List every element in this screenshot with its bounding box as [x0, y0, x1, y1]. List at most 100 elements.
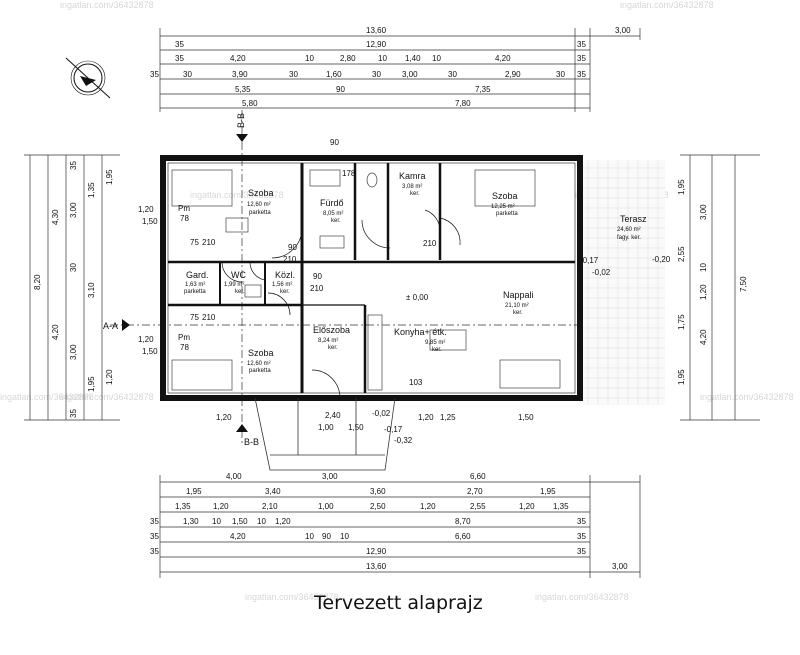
room-floor: parketta: [249, 368, 271, 374]
fixture-dim: 1,20: [216, 413, 232, 422]
room-name: Fürdő: [320, 198, 344, 208]
window-width: 1,20: [138, 335, 154, 344]
dim-label: 35: [577, 547, 586, 556]
dimension-text-left: 8,20 4,20 4,30 3,00 3,00 30 35 35 1,35 3…: [33, 161, 114, 418]
window-height: 1,50: [142, 217, 158, 226]
room-area: 8,24 m²: [318, 338, 338, 344]
dim-label: 5,80: [242, 99, 258, 108]
fixture-dim: 1,20: [418, 413, 434, 422]
room-name: Közl.: [275, 270, 295, 280]
sink-icon: [319, 235, 345, 249]
dim-label: 35: [175, 40, 184, 49]
dim-label: 1,20: [275, 517, 291, 526]
dim-label: 3,40: [265, 487, 281, 496]
dim-label: 1,20: [213, 502, 229, 511]
dim-label: 3,00: [69, 202, 78, 218]
door-swings: [221, 209, 461, 399]
dim-label: 13,60: [366, 562, 387, 571]
dim-label: 1,95: [87, 376, 96, 392]
dim-label: 30: [372, 70, 381, 79]
dimension-lines-top: [159, 28, 641, 112]
room-area: 9,85 m²: [425, 340, 445, 346]
walls: [160, 155, 583, 401]
entrance-porch: [254, 397, 396, 471]
dim-label: 1,30: [183, 517, 199, 526]
kitchen-counter-icon: [367, 314, 383, 391]
dim-label: 4,20: [230, 532, 246, 541]
fixture-dim: 210: [423, 239, 437, 248]
dim-label: 10: [378, 54, 387, 63]
desk-icon: [225, 217, 249, 233]
dim-label: 12,90: [366, 547, 387, 556]
room-floor: ker.: [331, 218, 341, 224]
dim-label: 30: [289, 70, 298, 79]
room-floor: fagy. ker.: [617, 235, 641, 241]
dim-label: 2,80: [340, 54, 356, 63]
dim-label: 90: [336, 85, 345, 94]
room-name: Nappali: [503, 290, 534, 300]
dim-label: 2,90: [505, 70, 521, 79]
dimension-lines-bottom: [159, 475, 641, 578]
dining-table-icon: [429, 329, 467, 351]
dim-label: 1,20: [420, 502, 436, 511]
dim-label: 7,80: [455, 99, 471, 108]
room-floor: ker.: [410, 191, 420, 197]
door-width: 75: [190, 313, 199, 322]
room-area: 12,25 m²: [491, 204, 515, 210]
room-area: 1,63 m²: [185, 282, 205, 288]
door-height: 210: [283, 255, 297, 264]
bed-icon: [171, 169, 233, 207]
dim-label: 4,20: [699, 329, 708, 345]
watermark-bottom-right: ingatlan.com/36432878: [535, 592, 629, 602]
level-mark: -0,17: [580, 256, 599, 265]
dim-label: 1,20: [105, 369, 114, 385]
room-area: 12,60 m²: [247, 202, 271, 208]
door-width: 75: [190, 238, 199, 247]
door-height: 210: [202, 238, 216, 247]
dim-label: 10: [257, 517, 266, 526]
window-sill: 78: [180, 343, 189, 352]
room-name: Szoba: [248, 348, 274, 358]
room-area: 1,99 m²: [224, 282, 244, 288]
dim-label: 10: [340, 532, 349, 541]
dim-label: 10: [432, 54, 441, 63]
door-height: 210: [310, 284, 324, 293]
dim-label: 35: [577, 54, 586, 63]
dim-label: 12,90: [366, 40, 387, 49]
fixture-dim: 2,40: [325, 411, 341, 420]
dim-label: 1,00: [318, 502, 334, 511]
dimension-text-right: 1,95 2,55 1,75 1,95 3,00 10 1,20 4,20 7,…: [677, 179, 748, 385]
fixture-dim: 1,50: [518, 413, 534, 422]
dim-label: 1,95: [677, 179, 686, 195]
dimension-lines-right: [680, 154, 760, 421]
dim-label: 90: [322, 532, 331, 541]
room-area: 3,08 m²: [402, 184, 422, 190]
room-floor: parketta: [249, 210, 271, 216]
dim-label: 7,50: [739, 276, 748, 292]
dim-label: 35: [175, 54, 184, 63]
fixture-dim: 90: [330, 138, 339, 147]
dim-label: 8,20: [33, 274, 42, 290]
dim-top-terrace: 3,00: [615, 26, 631, 35]
dim-label: 35: [577, 70, 586, 79]
section-marker-bb: B-B B-B: [236, 110, 259, 447]
dim-label: 30: [183, 70, 192, 79]
dim-label: 35: [69, 409, 78, 418]
dim-label: 1,95: [540, 487, 556, 496]
dim-label: 4,20: [495, 54, 511, 63]
dim-label: 4,20: [230, 54, 246, 63]
dim-label: 3,00: [69, 344, 78, 360]
section-marker-aa: A-A A-A: [103, 319, 640, 331]
dim-label: 2,70: [467, 487, 483, 496]
dim-label: 1,60: [326, 70, 342, 79]
dim-label: 30: [69, 263, 78, 272]
room-floor: ker.: [328, 345, 338, 351]
dim-label: 3,90: [232, 70, 248, 79]
terrace-grid: [580, 160, 665, 405]
watermark-right: ingatlan.com/36432878: [700, 392, 794, 402]
dim-label: 4,30: [51, 209, 60, 225]
north-arrow-icon: [65, 57, 111, 99]
dim-label: 1,95: [186, 487, 202, 496]
room-name: Konyha+ étk.: [394, 327, 447, 337]
